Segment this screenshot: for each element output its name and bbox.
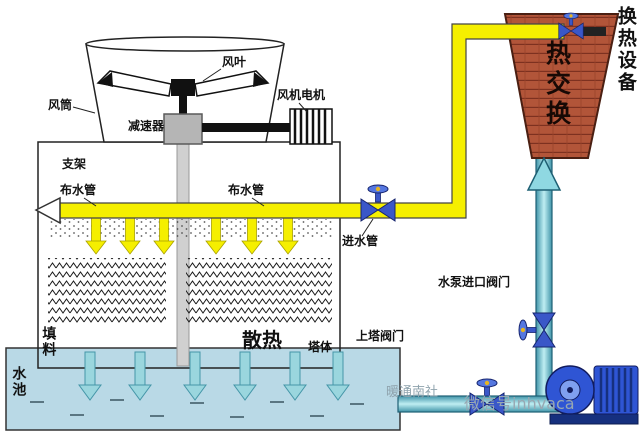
watermark-wechat: 微信号inhvaca [464, 394, 575, 413]
reducer-gearbox [163, 113, 203, 145]
label-support: 支架 [62, 157, 87, 171]
pool-ripples [30, 399, 364, 418]
label-pump-inlet-valve: 水泵进口阀门 [438, 275, 511, 289]
label-inlet-pipe: 进水管 [342, 234, 379, 248]
label-heat-dissipation: 散热 [242, 328, 282, 352]
pipe-end-arrow [34, 196, 61, 225]
fan-motor [289, 108, 333, 145]
label-fan-duct: 风筒 [48, 98, 73, 112]
label-tower-valve: 上塔阀门 [356, 329, 405, 343]
label-heat-exchange: 热交换 [542, 40, 572, 130]
central-shaft [176, 143, 190, 367]
fan-blade-right-tip [253, 72, 268, 87]
drive-rod [202, 123, 290, 132]
watermark-brand: 暖通南社 [386, 385, 439, 400]
leader-lines [72, 68, 374, 237]
fill-packing-right [186, 258, 332, 324]
fan-shaft [179, 95, 187, 116]
label-dist-pipe-left: 布水管 [60, 183, 97, 197]
label-reducer: 减速器 [128, 119, 165, 133]
fan-cowl-rim [85, 36, 285, 52]
label-dist-pipe-right: 布水管 [228, 183, 265, 197]
flow-up-arrow [526, 156, 562, 191]
water-pump [545, 365, 639, 425]
exchanger-inlet-stub [580, 27, 606, 36]
fan-hub [171, 79, 195, 96]
fan-blade-left-tip [98, 72, 113, 87]
label-tower-body: 塔体 [308, 340, 333, 354]
fill-packing-left [48, 258, 166, 324]
label-pool: 水池 [10, 366, 27, 398]
label-fill: 填料 [40, 326, 57, 358]
hot-water-pipe [57, 23, 565, 219]
heat-exchanger [503, 13, 620, 159]
label-fan-blade: 风叶 [222, 55, 247, 69]
spray-mist [48, 219, 334, 239]
label-fan-motor: 风机电机 [277, 88, 326, 102]
label-heat-exchange-equipment: 换热设备 [614, 6, 637, 94]
